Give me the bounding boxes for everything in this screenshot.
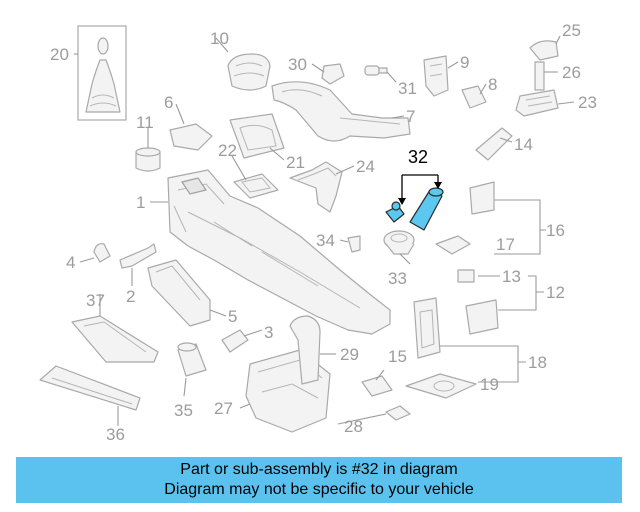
callout-1: 1 — [136, 193, 145, 212]
callout-31: 31 — [398, 79, 417, 98]
part-19-tray — [405, 373, 477, 399]
part-2-bracket — [119, 243, 157, 269]
part-22-tray — [233, 173, 279, 199]
part-31-bolt — [364, 65, 388, 76]
part-29-lever — [289, 315, 321, 385]
part-37-trim — [71, 315, 159, 363]
callout-9: 9 — [460, 53, 469, 72]
callout-30: 30 — [288, 55, 307, 74]
banner-line-1: Part or sub-assembly is #32 in diagram — [180, 461, 458, 478]
callout-15: 15 — [388, 347, 407, 366]
callout-34: 34 — [316, 231, 335, 250]
callout-22: 22 — [218, 141, 237, 160]
callout-20: 20 — [50, 45, 69, 64]
part-10-cover — [227, 53, 271, 91]
callout-18: 18 — [528, 353, 547, 372]
part-7-upper-trim — [271, 81, 411, 142]
part-30-clip — [321, 63, 345, 85]
info-banner: Part or sub-assembly is #32 in diagram D… — [16, 457, 622, 503]
callout-28: 28 — [344, 417, 363, 436]
callout-26: 26 — [562, 63, 581, 82]
leader-lines — [74, 35, 575, 426]
part-18-panel — [413, 297, 441, 359]
callout-23: 23 — [578, 93, 597, 112]
part-26-shaft — [534, 61, 545, 91]
callout-5: 5 — [228, 307, 237, 326]
part-32-highlighted — [385, 174, 444, 231]
callout-25: 25 — [562, 21, 581, 40]
part-8-switch — [461, 85, 487, 109]
callout-27: 27 — [214, 399, 233, 418]
part-16-panel — [469, 181, 495, 215]
callout-24: 24 — [356, 157, 375, 176]
callout-8: 8 — [488, 75, 497, 94]
callout-17: 17 — [496, 235, 515, 254]
part-24-frame — [289, 161, 343, 213]
callout-33: 33 — [388, 269, 407, 288]
part-11-knob — [135, 147, 161, 172]
callout-29: 29 — [340, 345, 359, 364]
callout-2: 2 — [126, 287, 135, 306]
part-36-rail — [39, 365, 141, 411]
part-28-clip — [385, 405, 411, 421]
part-9-bracket — [423, 55, 449, 97]
part-12-cover — [465, 299, 499, 335]
part-6-trim — [169, 123, 213, 151]
callout-11: 11 — [136, 113, 154, 132]
part-3-bracket — [221, 329, 249, 353]
part-20-shift-boot — [77, 25, 127, 121]
callout-10: 10 — [210, 29, 229, 48]
part-23-bezel — [515, 89, 559, 117]
callout-7: 7 — [406, 107, 415, 126]
callout-16: 16 — [546, 221, 565, 240]
callout-4: 4 — [66, 253, 75, 272]
callout-13: 13 — [502, 267, 521, 286]
part-34-screw — [347, 235, 361, 253]
part-21-surround — [229, 113, 285, 159]
callout-3: 3 — [264, 323, 273, 342]
part-17-bracket — [435, 235, 471, 255]
part-25-knob — [529, 40, 559, 61]
callout-labels: 1 2 3 4 5 6 7 8 9 10 11 12 13 14 15 16 1… — [50, 21, 597, 444]
part-35-cylinder — [177, 342, 207, 377]
callout-36: 36 — [106, 425, 125, 444]
part-4-clip — [93, 243, 111, 263]
callout-35: 35 — [174, 401, 193, 420]
part-13-switch — [457, 269, 475, 283]
banner-line-2: Diagram may not be specific to your vehi… — [164, 481, 474, 498]
callout-37: 37 — [86, 291, 105, 310]
callout-6: 6 — [164, 93, 173, 112]
callout-32: 32 — [408, 147, 428, 167]
parts-diagram: 1 2 3 4 5 6 7 8 9 10 11 12 13 14 15 16 1… — [39, 21, 597, 444]
part-5-bin — [147, 259, 211, 327]
callout-19: 19 — [480, 375, 499, 394]
callout-21: 21 — [286, 153, 305, 172]
callout-14: 14 — [514, 135, 533, 154]
part-15-mat — [361, 375, 393, 397]
callout-12: 12 — [546, 283, 565, 302]
part-14-side-trim — [475, 127, 513, 161]
part-1-console — [167, 169, 391, 335]
part-33-cup-ring — [383, 230, 415, 255]
